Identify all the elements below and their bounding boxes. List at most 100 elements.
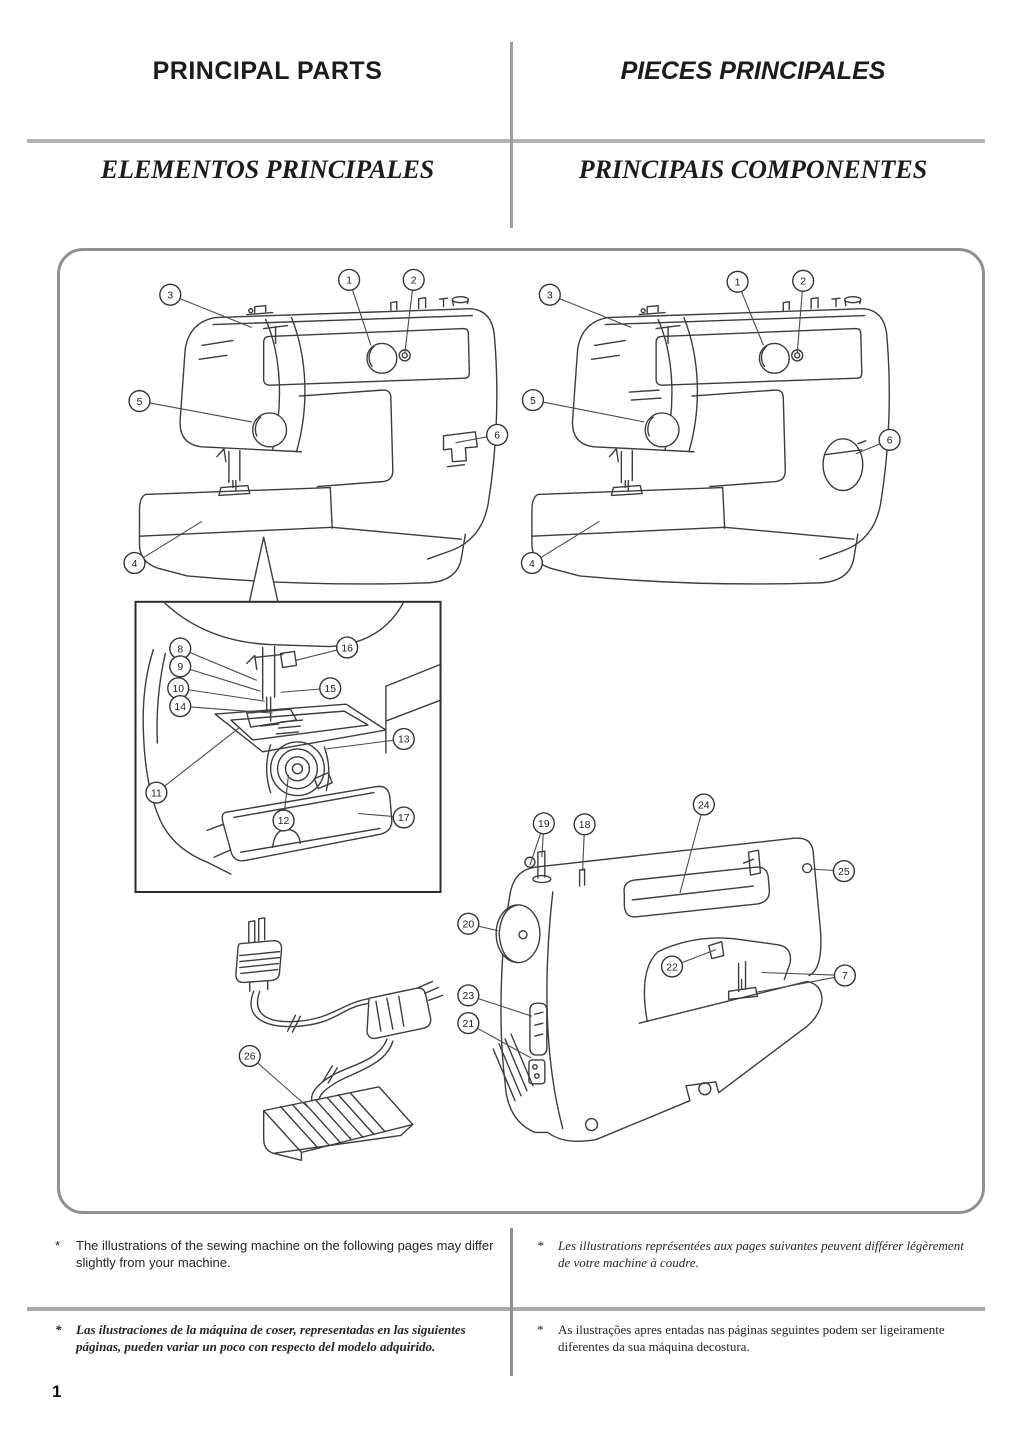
callout-5-front-right: [521, 388, 545, 412]
leader-line-26: [249, 1055, 309, 1109]
callout-label-15: 15: [324, 684, 336, 695]
leader-line-11: [156, 727, 240, 794]
callout-label-7: 7: [842, 971, 848, 982]
callout-label-5: 5: [137, 397, 143, 408]
callout-21-rear: [457, 1012, 480, 1035]
callout-26-pedal: [238, 1044, 261, 1068]
footnote-en-marker: *: [55, 1238, 61, 1253]
callout-label-6: 6: [887, 436, 893, 447]
leader-line-3: [170, 294, 252, 329]
callout-label-17: 17: [398, 813, 410, 824]
callout-15-inset: [319, 677, 342, 700]
leader-line-13: [326, 738, 404, 750]
footnote-pt-marker: *: [537, 1322, 544, 1337]
leader-line-21: [468, 1022, 532, 1059]
callout-label-22: 22: [666, 962, 678, 973]
header-horizontal-rule: [27, 139, 985, 143]
callout-label-9: 9: [177, 662, 183, 673]
leader-line-1: [737, 281, 764, 346]
parts-diagram: 1234561234568910141615131112171918242520…: [123, 268, 901, 1162]
rear-machine: [492, 837, 823, 1142]
callout-label-12: 12: [278, 816, 290, 827]
callout-label-20: 20: [463, 920, 475, 931]
callout-16-inset: [336, 636, 359, 659]
callout-25-rear: [832, 859, 856, 883]
callout-label-6: 6: [494, 431, 500, 442]
footnote-es: * Las ilustraciones de la máquina de cos…: [55, 1322, 500, 1355]
leader-line-4: [134, 520, 203, 564]
callout-label-10: 10: [172, 684, 184, 695]
callout-14-inset: [169, 695, 192, 718]
leader-line-5: [532, 399, 645, 423]
footnote-en: * The illustrations of the sewing machin…: [55, 1238, 504, 1271]
callout-label-8: 8: [177, 644, 183, 655]
callout-3-front-right: [538, 283, 561, 306]
footnote-en-text: The illustrations of the sewing machine …: [76, 1238, 494, 1270]
callout-label-14: 14: [174, 702, 186, 713]
footnote-fr: * Les illustrations représentées aux pag…: [537, 1238, 978, 1271]
callout-1-front-right: [726, 270, 749, 293]
title-en: PRINCIPAL PARTS: [152, 57, 383, 85]
leader-line-3: [549, 294, 632, 329]
footnote-pt-text: As ilustrações apres entadas nas páginas…: [558, 1322, 945, 1354]
callout-22-rear: [660, 955, 684, 978]
title-fr: PIECES PRINCIPALES: [620, 57, 886, 85]
leader-line-24: [679, 804, 705, 894]
title-pt: PRINCIPAIS COMPONENTES: [578, 155, 928, 184]
inset-pointer-wedge: [248, 536, 280, 605]
callout-19-rear: [532, 812, 555, 835]
callout-6-front-right: [878, 428, 901, 451]
leader-line-2: [404, 279, 415, 354]
callout-label-5: 5: [530, 396, 536, 407]
callout-12-inset: [272, 809, 295, 832]
leader-line-23: [468, 994, 533, 1017]
callout-17-inset: [392, 806, 415, 829]
footnote-horizontal-rule: [27, 1307, 985, 1311]
leader-line-7: [755, 974, 845, 993]
footnote-fr-marker: *: [537, 1238, 544, 1253]
callout-label-13: 13: [398, 735, 410, 746]
callout-label-2: 2: [800, 277, 806, 288]
leader-line-1: [348, 279, 372, 346]
callout-label-25: 25: [838, 867, 850, 878]
callout-20-rear: [457, 912, 480, 935]
callout-label-3: 3: [547, 291, 553, 302]
leader-line-8: [180, 648, 257, 681]
title-es: ELEMENTOS PRINCIPALES: [100, 155, 435, 184]
callout-4-front-right: [520, 551, 544, 575]
callout-6-front-left: [486, 423, 509, 446]
footnote-es-marker: *: [55, 1322, 62, 1337]
leader-lines: [134, 279, 890, 1109]
callout-label-1: 1: [735, 278, 741, 289]
callout-label-23: 23: [463, 991, 475, 1002]
callout-label-11: 11: [151, 788, 162, 799]
callout-label-18: 18: [579, 820, 591, 831]
callout-4-front-left: [123, 551, 146, 575]
callout-label-24: 24: [698, 800, 710, 811]
callout-label-4: 4: [529, 559, 535, 570]
callout-24-rear: [692, 793, 715, 816]
callout-label-4: 4: [132, 559, 138, 570]
foot-controller: [235, 917, 444, 1162]
callout-11-inset: [145, 781, 168, 804]
callout-5-front-left: [128, 389, 151, 413]
callout-label-16: 16: [341, 643, 353, 654]
callout-label-19: 19: [538, 819, 550, 830]
callout-label-26: 26: [244, 1052, 256, 1063]
callout-9-inset: [169, 655, 192, 678]
page-number: 1: [52, 1382, 62, 1401]
callout-label-21: 21: [463, 1019, 475, 1030]
callout-1-front-left: [337, 268, 361, 291]
callout-label-3: 3: [167, 291, 173, 302]
leader-line-4: [531, 520, 600, 564]
footnote-vertical-rule: [510, 1228, 513, 1376]
callout-2-front-right: [792, 269, 815, 292]
callout-23-rear: [457, 984, 480, 1007]
leader-line-10: [178, 687, 265, 702]
callout-2-front-left: [402, 268, 425, 291]
footnote-es-text: Las ilustraciones de la máquina de coser…: [76, 1322, 466, 1354]
leader-line-9: [180, 665, 261, 692]
